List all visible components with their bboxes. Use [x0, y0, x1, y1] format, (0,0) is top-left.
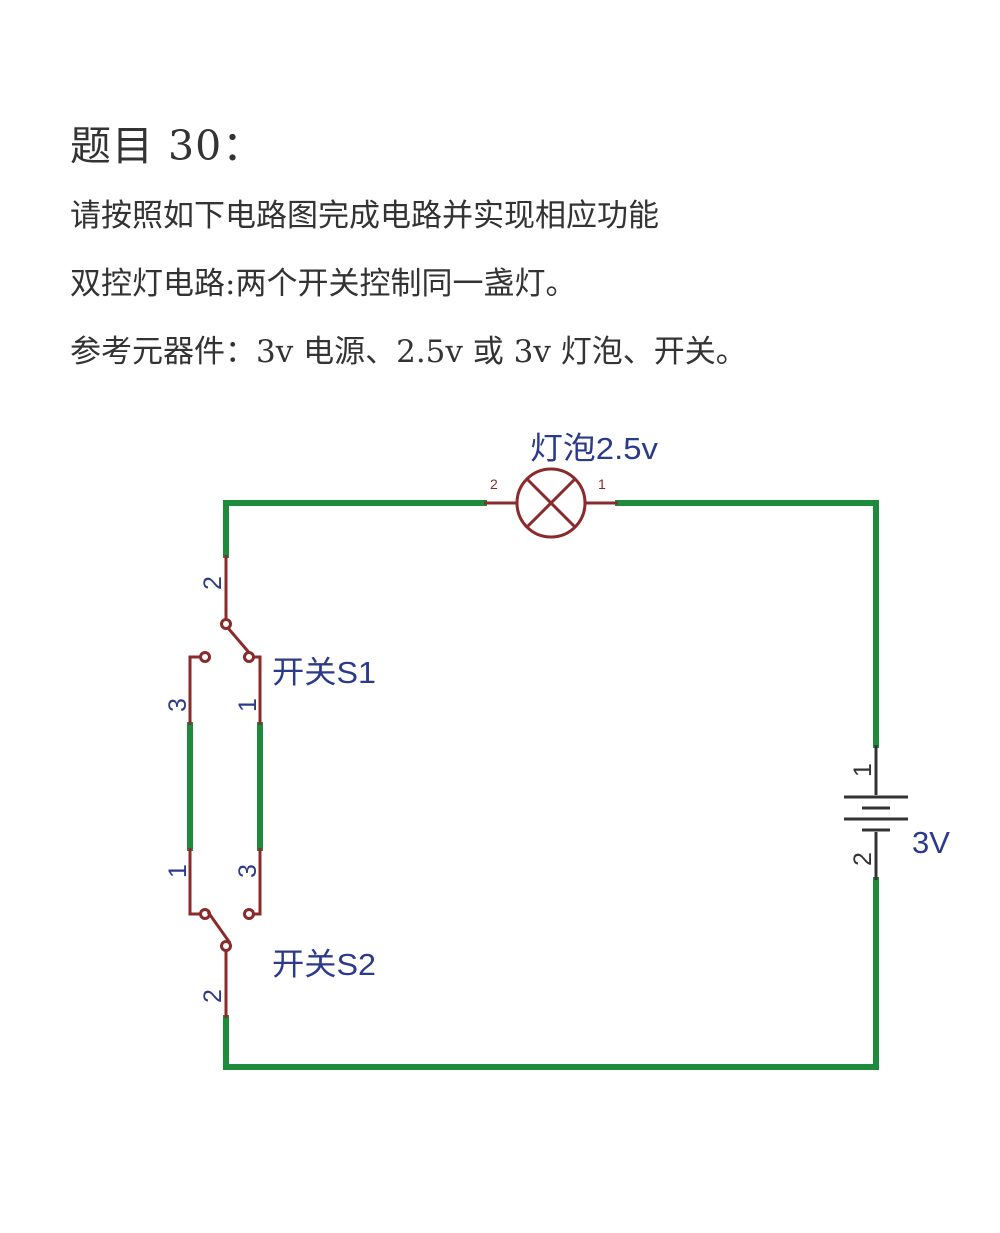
switch2-label: 开关S2 [272, 947, 376, 982]
wires [187, 500, 879, 1070]
switch2-lead-right [254, 848, 262, 916]
circuit-description: 双控灯电路:两个开关控制同一盏灯。 [70, 266, 577, 302]
wire-top-left [223, 500, 487, 558]
lamp-pin-right: 1 [598, 476, 606, 492]
switch1-pin-top: 2 [199, 576, 227, 590]
switch2-pin-bottom: 2 [199, 989, 227, 1003]
switch1-common-terminal [220, 618, 232, 630]
switch1-lead-left [188, 655, 200, 725]
switch1-pin-right: 1 [234, 698, 262, 712]
battery-icon [844, 745, 908, 880]
switch2-common-terminal [220, 940, 232, 952]
question-title: 题目 30： [70, 122, 265, 170]
lamp-label: 灯泡2.5v [530, 431, 659, 466]
switch1-lead-right [254, 655, 262, 725]
wire-top-right [615, 500, 879, 748]
lamp-pin-left: 2 [490, 476, 498, 492]
switch2-pin-left: 1 [164, 864, 192, 878]
instruction-text: 请按照如下电路图完成电路并实现相应功能 [70, 198, 659, 234]
switch1-terminal-right [243, 651, 255, 663]
switch2-blade [206, 911, 232, 944]
switch2-pin-right: 3 [234, 864, 262, 878]
switch1-pin-left: 3 [164, 698, 192, 712]
reference-components: 参考元器件：3v 电源、2.5v 或 3v 灯泡、开关。 [70, 334, 747, 370]
battery-label: 3V [912, 825, 950, 860]
battery-pin-bottom: 2 [849, 852, 877, 866]
battery-pin-top: 1 [849, 763, 877, 777]
wire-bottom-right [223, 877, 879, 1070]
switch1-terminal-left [199, 651, 211, 663]
switch2-terminal-right [243, 908, 255, 920]
switch1-label: 开关S1 [272, 655, 376, 690]
lamp-cross-b [525, 477, 577, 529]
switch2-lead-left [188, 848, 200, 916]
